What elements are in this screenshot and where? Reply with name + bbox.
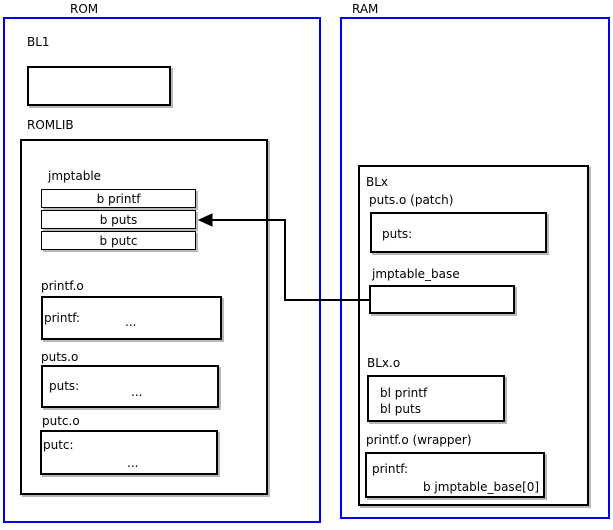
bl1-label: BL1 bbox=[27, 35, 50, 49]
jmptable-label: jmptable bbox=[48, 169, 102, 183]
bl1-box bbox=[27, 66, 171, 106]
blx-o-line-bl-puts: bl puts bbox=[380, 402, 421, 416]
romlib-puts-body: ... bbox=[131, 385, 143, 399]
romlib-printf-o-box: printf: ... bbox=[41, 296, 222, 340]
romlib-puts-o-label: puts.o bbox=[41, 350, 79, 364]
blx-o-box: bl printf bl puts bbox=[367, 375, 505, 422]
printf-wrapper-branch: b jmptable_base[0] bbox=[423, 480, 540, 494]
printf-wrapper-symbol: printf: bbox=[372, 462, 409, 476]
romlib-putc-o-label: putc.o bbox=[42, 414, 80, 428]
jmptable-entry-b-puts: b puts bbox=[41, 210, 196, 229]
romlib-putc-o-box: putc: ... bbox=[40, 430, 218, 475]
puts-patch-label: puts.o (patch) bbox=[369, 193, 454, 207]
ram-region-title: RAM bbox=[352, 2, 379, 16]
rom-region-title: ROM bbox=[70, 2, 99, 16]
romlib-putc-symbol: putc: bbox=[43, 438, 74, 452]
jmptable-base-label: jmptable_base bbox=[372, 267, 460, 281]
blx-o-line-bl-printf: bl printf bbox=[380, 386, 428, 400]
jmptable-entry-b-putc: b putc bbox=[41, 231, 196, 250]
printf-wrapper-box: printf: b jmptable_base[0] bbox=[365, 452, 545, 498]
blx-o-label: BLx.o bbox=[367, 356, 401, 370]
romlib-printf-body: ... bbox=[125, 315, 137, 329]
puts-patch-box: puts: bbox=[370, 212, 547, 253]
romlib-puts-symbol: puts: bbox=[49, 379, 80, 393]
printf-wrapper-label: printf.o (wrapper) bbox=[366, 433, 472, 447]
blx-label: BLx bbox=[366, 175, 389, 189]
romlib-printf-o-label: printf.o bbox=[41, 279, 84, 293]
romlib-putc-body: ... bbox=[127, 456, 139, 470]
romlib-puts-o-box: puts: ... bbox=[41, 365, 219, 408]
puts-patch-symbol: puts: bbox=[382, 227, 413, 241]
romlib-label: ROMLIB bbox=[27, 118, 74, 132]
jmptable-base-box bbox=[369, 285, 515, 314]
romlib-printf-symbol: printf: bbox=[44, 311, 81, 325]
jmptable-entry-b-printf: b printf bbox=[41, 189, 196, 208]
